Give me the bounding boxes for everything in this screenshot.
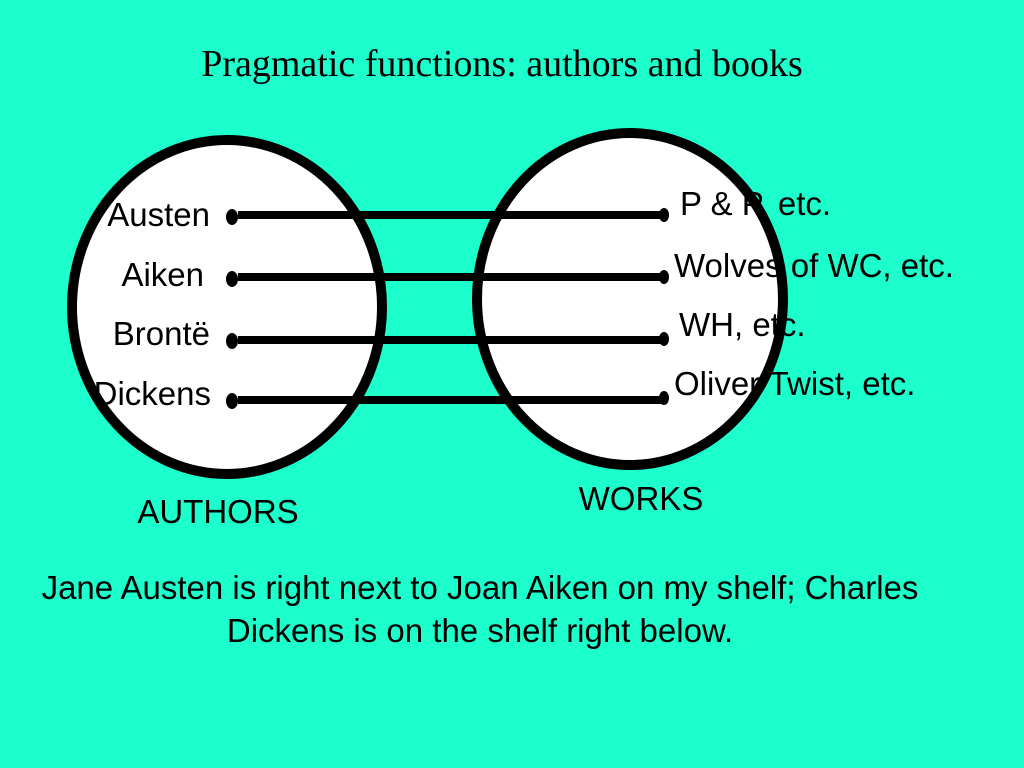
works-set-circle xyxy=(472,128,788,470)
author-dot-bronte xyxy=(226,333,238,349)
author-label-aiken: Aiken xyxy=(121,256,204,293)
work-label-pp: P & P, etc. xyxy=(680,185,831,222)
author-label-bronte: Brontë xyxy=(113,315,210,352)
work-label-wh: WH, etc. xyxy=(679,306,806,343)
work-label-oliver: Oliver Twist, etc. xyxy=(674,365,915,402)
author-dot-dickens xyxy=(226,393,238,409)
author-dot-aiken xyxy=(226,271,238,287)
author-dot-austen xyxy=(226,209,238,225)
work-label-wolves: Wolves of WC, etc. xyxy=(674,247,954,284)
authors-set-label: AUTHORS xyxy=(137,493,298,530)
caption-text: Jane Austen is right next to Joan Aiken … xyxy=(41,569,919,649)
work-dot-pp xyxy=(659,208,669,222)
page-title: Pragmatic functions: authors and books xyxy=(201,43,803,85)
work-dot-wolves xyxy=(659,270,669,284)
author-label-austen: Austen xyxy=(107,196,210,233)
author-label-dickens: Dickens xyxy=(94,375,211,412)
work-dot-oliver xyxy=(659,391,669,405)
work-dot-wh xyxy=(659,332,669,346)
authors-set-circle xyxy=(67,135,387,479)
works-set-label: WORKS xyxy=(579,480,704,517)
